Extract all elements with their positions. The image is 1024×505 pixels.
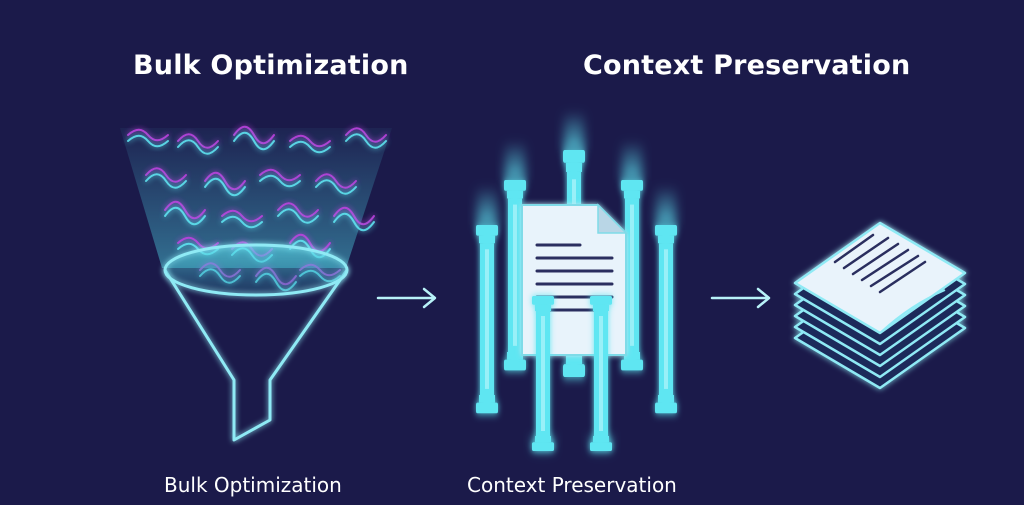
wave-squiggle: [259, 174, 301, 188]
wave-squiggle: [233, 125, 275, 145]
pillar-glow: [505, 140, 525, 180]
funnel-mouth: [163, 243, 349, 297]
pillar-glow: [622, 140, 642, 180]
wave-squiggle: [177, 133, 219, 149]
wave-squiggle: [289, 134, 331, 148]
caption-context-preservation: Context Preservation: [467, 473, 677, 497]
pillar-glow: [656, 185, 676, 225]
heading-context-preservation: Context Preservation: [583, 50, 911, 81]
wave-squiggle: [221, 215, 263, 229]
wave-squiggle: [221, 209, 263, 223]
wave-squiggle: [333, 212, 375, 232]
wave-squiggle: [127, 128, 169, 142]
wave-squiggle: [345, 133, 387, 149]
pillar-icon: [621, 180, 643, 371]
wave-squiggle: [127, 134, 169, 148]
caption-bulk-optimization: Bulk Optimization: [164, 473, 342, 497]
pillar-icon: [476, 225, 498, 414]
wave-squiggle: [289, 140, 331, 154]
front-pillars: [532, 296, 612, 451]
wave-squiggle: [277, 202, 319, 218]
wave-squiggle: [333, 206, 375, 226]
arrow-right-icon: [376, 287, 437, 309]
data-wave-cluster: [127, 125, 387, 292]
wave-squiggle: [177, 139, 219, 155]
funnel-outline: [163, 269, 349, 442]
pillar-icon: [532, 296, 554, 451]
wave-squiggle: [204, 171, 246, 191]
pillars-group: [476, 110, 677, 456]
wave-squiggle: [315, 173, 357, 189]
wave-squiggle: [277, 208, 319, 224]
wave-squiggle: [289, 233, 331, 253]
funnel-light-beam: [120, 128, 392, 268]
pillar-glow: [564, 110, 584, 150]
wave-squiggle: [164, 200, 206, 220]
wave-squiggle: [164, 206, 206, 226]
wave-squiggle: [315, 179, 357, 195]
wave-squiggle: [145, 173, 187, 189]
wave-squiggle: [204, 177, 246, 197]
pillar-icon: [590, 296, 612, 451]
wave-squiggle: [145, 167, 187, 183]
wave-squiggle: [233, 131, 275, 151]
paper-stack-icon: [793, 221, 967, 390]
pillar-glow: [477, 185, 497, 225]
arrow-right-icon: [710, 287, 771, 309]
pillar-icon: [655, 225, 677, 414]
pillar-glows: [477, 110, 676, 456]
wave-squiggle: [345, 127, 387, 143]
funnel-icon: [120, 125, 392, 442]
pillar-icon: [504, 180, 526, 371]
wave-squiggle: [259, 168, 301, 182]
heading-bulk-optimization: Bulk Optimization: [133, 50, 409, 81]
